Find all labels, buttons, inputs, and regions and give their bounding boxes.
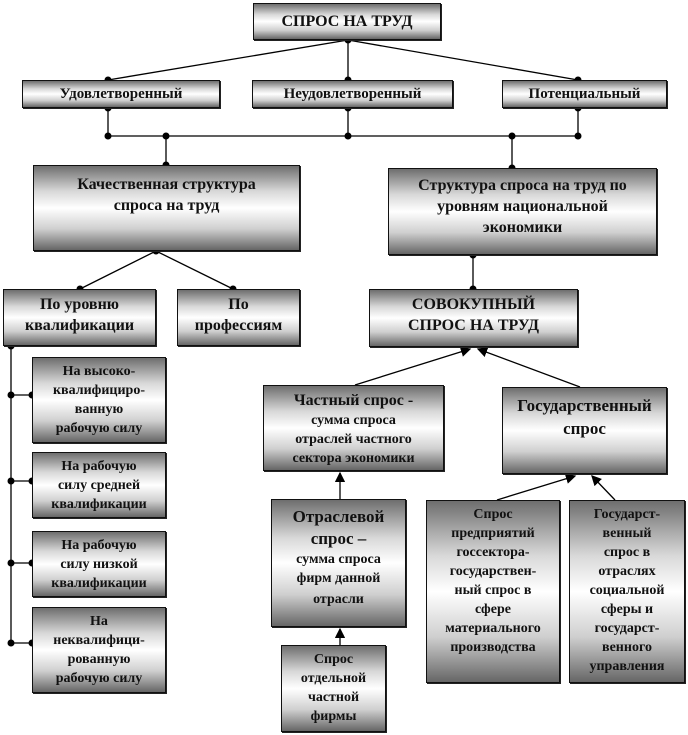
aggregate-line: СОВОКУПНЫЙ: [411, 296, 536, 313]
state-line: Государственный: [517, 396, 652, 415]
se-line: материального: [445, 621, 541, 636]
ss-line: спрос в: [603, 545, 651, 560]
sector-line: сумма спроса: [296, 552, 381, 567]
firm-demand-box: Спрос отдельной частной фирмы: [281, 645, 386, 732]
by-qualification-box: По уровню квалификации: [3, 289, 156, 346]
by-profession-line: профессиям: [194, 317, 283, 334]
qual-line: На рабочую: [61, 538, 137, 553]
aggregate-demand-box: СОВОКУПНЫЙ СПРОС НА ТРУД: [369, 289, 578, 347]
satisfied-label: Удовлетворенный: [59, 85, 183, 102]
private-line: отраслей частного: [295, 432, 412, 447]
unsatisfied-box: Неудовлетворенный: [252, 80, 453, 108]
potential-label: Потенциальный: [528, 85, 641, 102]
se-line: сфере: [475, 602, 511, 617]
qual-line: ванную: [74, 402, 124, 417]
private-demand-box: Частный спрос - сумма спроса отраслей ча…: [263, 385, 444, 471]
state-enterprises-box: Спрос предприятий госсектора-государствен-…: [426, 500, 560, 683]
qual-line: неквалифици-: [53, 633, 145, 648]
levels-line: уровням национальной: [437, 198, 608, 215]
quality-structure-box: Качественная структура спроса на труд: [33, 165, 300, 251]
potential-box: Потенциальный: [502, 80, 667, 108]
sector-line: отрасли: [313, 592, 364, 607]
low-qualification-box: На рабочую силу низкой квалификации: [32, 531, 166, 597]
quality-line: Качественная структура: [77, 176, 256, 193]
by-profession-box: По профессиям: [177, 289, 300, 346]
sector-line: фирм данной: [296, 571, 381, 586]
by-qualification-line: По уровню: [39, 296, 120, 313]
state-social-box: Государст-венный спрос в отраслях социально…: [569, 500, 685, 683]
firm-line: Спрос: [313, 652, 354, 667]
economy-levels-box: Структура спроса на труд по уровням наци…: [388, 168, 657, 255]
by-qualification-line: квалификации: [24, 317, 135, 334]
state-line: спрос: [563, 419, 606, 438]
qual-line: рабочую силу: [55, 671, 143, 686]
firm-line: отдельной: [300, 671, 367, 686]
private-line: сектора экономики: [292, 451, 415, 466]
ss-line: социальной: [589, 583, 665, 598]
ss-line: управления: [589, 659, 665, 674]
se-line: Спрос: [473, 507, 513, 522]
qual-line: квалификации: [51, 576, 147, 591]
private-head: Частный спрос -: [293, 392, 414, 409]
quality-line: спроса на труд: [113, 197, 220, 214]
qual-line: На: [90, 614, 108, 629]
ss-line: Государст-: [593, 507, 661, 522]
ss-line: сферы и: [600, 602, 654, 617]
medium-qualification-box: На рабочую силу средней квалификации: [32, 452, 166, 518]
unqualified-box: На неквалифици-рованную рабочую силу: [32, 607, 166, 693]
sector-demand-box: Отраслевой спрос – сумма спроса фирм дан…: [271, 499, 406, 627]
state-demand-box: Государственный спрос: [502, 387, 667, 474]
private-line: сумма спроса: [311, 413, 396, 428]
se-line: производства: [450, 640, 536, 655]
firm-line: частной: [307, 690, 360, 705]
se-line: предприятий: [451, 526, 535, 541]
se-line: ный спрос в: [454, 583, 532, 598]
qual-line: На высоко-: [62, 364, 136, 379]
se-line: госсектора-: [456, 545, 530, 560]
ss-line: государст-: [594, 621, 660, 636]
high-qualification-box: На высоко-квалифициро-ванную рабочую силу: [32, 357, 166, 443]
qual-line: На рабочую: [61, 459, 137, 474]
qual-line: рованную: [67, 652, 131, 667]
firm-line: фирмы: [310, 709, 357, 724]
qual-line: силу средней: [57, 478, 141, 493]
levels-line: Структура спроса на труд по: [418, 177, 627, 194]
satisfied-box: Удовлетворенный: [22, 80, 220, 108]
sector-head: Отраслевой: [292, 507, 385, 526]
title-text: СПРОС НА ТРУД: [281, 13, 413, 30]
ss-line: отраслях: [598, 564, 656, 579]
qual-line: квалификации: [51, 497, 147, 512]
ss-line: венный: [602, 526, 652, 541]
labor-demand-title-box: СПРОС НА ТРУД: [253, 3, 441, 40]
aggregate-line: СПРОС НА ТРУД: [407, 317, 540, 334]
sector-head: спрос –: [310, 529, 367, 548]
by-profession-line: По: [228, 296, 249, 313]
se-line: государствен-: [449, 564, 537, 579]
ss-line: венного: [602, 640, 652, 655]
qual-line: квалифициро-: [52, 383, 145, 398]
qual-line: рабочую силу: [55, 421, 143, 436]
unsatisfied-label: Неудовлетворенный: [283, 85, 422, 102]
levels-line: экономики: [482, 219, 563, 236]
qual-line: силу низкой: [60, 557, 138, 572]
